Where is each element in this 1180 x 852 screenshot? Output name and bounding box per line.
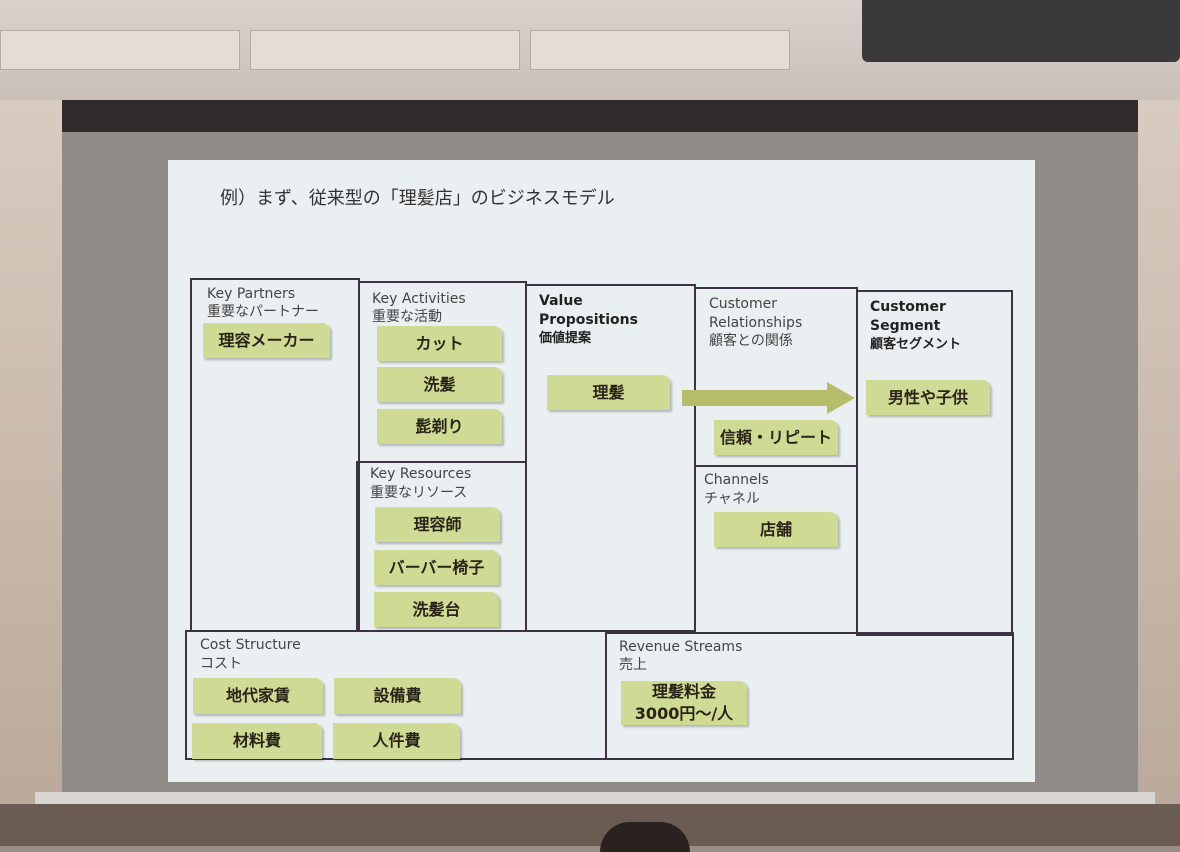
note-maker: 理容メーカー: [203, 323, 330, 358]
label-cs-ja: 顧客セグメント: [870, 337, 962, 352]
label-channels-en: Channels: [704, 472, 769, 488]
screen-bottom-bar: [35, 792, 1155, 804]
note-chair: バーバー椅子: [374, 550, 499, 585]
projector: [862, 0, 1180, 62]
note-haircut: 理髪: [547, 375, 670, 410]
label-revenue-en: Revenue Streams: [619, 639, 743, 655]
label-key-resources-ja: 重要なリソース: [370, 485, 468, 501]
note-trust: 信頼・リピート: [714, 420, 838, 455]
wall-left: [0, 100, 62, 846]
label-cr-ja: 顧客との関係: [709, 333, 793, 349]
label-cs-en1: Customer: [870, 299, 946, 315]
note-segment: 男性や子供: [866, 380, 990, 415]
label-key-partners-en: Key Partners: [207, 286, 296, 302]
note-materials: 材料費: [192, 723, 322, 759]
audience-area: [0, 804, 1180, 846]
cell-revenue-streams: [605, 632, 1014, 760]
note-revenue: 理髪料金 3000円～/人: [621, 681, 747, 725]
arrow-icon: [682, 382, 855, 414]
note-equipment: 設備費: [334, 678, 461, 714]
label-cr-en2: Relationships: [709, 315, 803, 331]
label-value-ja: 価値提案: [539, 331, 592, 346]
wall-right: [1138, 100, 1180, 846]
label-channels-ja: チャネル: [704, 491, 760, 507]
ceiling-tile: [0, 30, 240, 70]
note-shampoo: 洗髪: [377, 367, 502, 402]
note-rent: 地代家賃: [193, 678, 323, 714]
note-sink: 洗髪台: [374, 592, 499, 627]
note-revenue-line2: 3000円～/人: [634, 704, 734, 723]
label-key-partners-ja: 重要なパートナー: [207, 304, 319, 320]
label-value-en1: Value: [539, 293, 583, 309]
label-value-en2: Propositions: [539, 312, 638, 328]
note-labor: 人件費: [333, 723, 460, 759]
screen-housing: [62, 100, 1138, 136]
note-revenue-line1: 理髪料金: [651, 682, 716, 701]
label-key-activities-en: Key Activities: [372, 291, 466, 307]
cell-customer-segment: [856, 290, 1013, 636]
label-cs-en2: Segment: [870, 318, 941, 334]
label-key-activities-ja: 重要な活動: [372, 309, 442, 325]
audience-head: [600, 822, 690, 852]
note-store: 店舗: [714, 512, 838, 547]
note-shave: 髭剃り: [377, 409, 502, 444]
note-cut: カット: [377, 326, 502, 361]
note-barber: 理容師: [375, 507, 500, 542]
label-cost-ja: コスト: [200, 656, 242, 672]
label-revenue-ja: 売上: [619, 657, 647, 673]
label-cr-en1: Customer: [709, 296, 778, 312]
label-cost-en: Cost Structure: [200, 637, 301, 653]
ceiling-tile: [530, 30, 790, 70]
slide-title: 例）まず、従来型の「理髪店」のビジネスモデル: [220, 188, 615, 209]
label-key-resources-en: Key Resources: [370, 466, 472, 482]
ceiling-tile: [250, 30, 520, 70]
